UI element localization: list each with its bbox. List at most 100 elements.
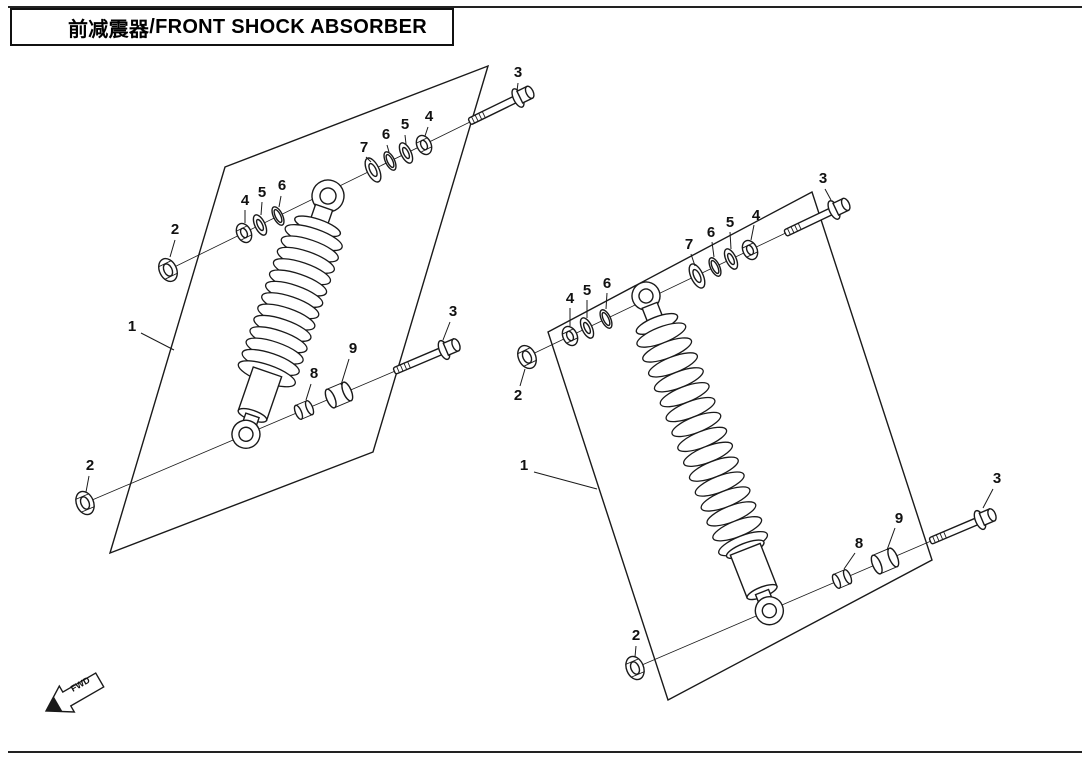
callout-6-left-outer: 6 (382, 126, 390, 153)
callout-1-right: 1 (520, 457, 598, 490)
callout-2-right-upper: 2 (514, 368, 526, 404)
svg-text:5: 5 (583, 282, 591, 299)
top-eyelet-bushing (638, 288, 654, 304)
callout-6-right-inner: 6 (603, 275, 611, 310)
left-lower-centerline (77, 348, 448, 507)
callout-5-right-inner: 5 (583, 282, 591, 318)
callout-9-left: 9 (340, 340, 357, 386)
bottom-eyelet-bushing (761, 602, 778, 619)
spacer-part8-right (830, 567, 854, 591)
fwd-arrow-tip (46, 696, 63, 712)
callout-5-left-inner: 5 (258, 184, 266, 216)
collar-part7-left (361, 154, 385, 186)
nut-part4-left-inner (232, 220, 256, 246)
svg-text:4: 4 (752, 207, 761, 224)
coil-spring (234, 218, 346, 393)
svg-text:9: 9 (349, 340, 357, 357)
callout-4-right-inner: 4 (566, 290, 575, 326)
svg-text:4: 4 (566, 290, 575, 307)
left-upper-centerline (159, 95, 524, 275)
fwd-arrow-outline (44, 672, 105, 713)
svg-text:6: 6 (278, 177, 286, 194)
bottom-border-rule (8, 751, 1082, 753)
callout-4-right-outer: 4 (750, 207, 761, 241)
left-assembly-panel (108, 64, 490, 555)
nut-part4-left-outer (412, 132, 436, 158)
page-title-separator: / (149, 15, 156, 38)
nut-part4-right-outer (738, 237, 762, 263)
svg-text:2: 2 (171, 221, 179, 238)
callout-4-left-outer: 4 (424, 108, 434, 137)
svg-text:7: 7 (685, 236, 693, 253)
svg-text:3: 3 (993, 470, 1001, 487)
callout-8-left: 8 (305, 365, 318, 401)
callout-5-left-outer: 5 (401, 116, 409, 145)
collar-part7-right (685, 260, 709, 292)
svg-text:1: 1 (520, 457, 528, 474)
nut-part4-right-inner (558, 323, 582, 349)
svg-text:3: 3 (514, 64, 522, 81)
fwd-arrow: FWD (44, 672, 105, 713)
ring-part6-right-outer (705, 255, 725, 279)
svg-text:2: 2 (86, 457, 94, 474)
svg-text:5: 5 (401, 116, 409, 133)
top-border-rule (8, 6, 1082, 8)
right-assembly-panel (547, 190, 933, 702)
washer-part5-left-inner (249, 212, 271, 238)
svg-text:9: 9 (895, 510, 903, 527)
svg-text:4: 4 (425, 108, 434, 125)
svg-text:2: 2 (632, 627, 640, 644)
callout-2-right-lower: 2 (632, 627, 640, 658)
flange-nut-part2-left-lower (71, 487, 99, 519)
bushing-part9-right (868, 546, 902, 576)
svg-text:5: 5 (258, 184, 266, 201)
shock-absorber-right (631, 281, 785, 626)
svg-text:3: 3 (819, 170, 827, 187)
svg-text:3: 3 (449, 303, 457, 320)
bolt-part3-right-upper (780, 193, 854, 243)
washer-part5-right-outer (721, 246, 741, 272)
spacer-part8-left (292, 398, 316, 422)
svg-text:5: 5 (726, 214, 734, 231)
callout-5-right-outer: 5 (726, 214, 734, 250)
callout-6-left-inner: 6 (278, 177, 286, 208)
right-lower-centerline (627, 516, 988, 672)
callout-4-left-inner: 4 (241, 192, 250, 223)
svg-text:7: 7 (360, 139, 368, 156)
ring-part6-left-outer (380, 149, 400, 173)
shock-absorber-left (231, 179, 346, 449)
top-eyelet-bushing (319, 187, 337, 205)
callout-7-right: 7 (685, 236, 696, 267)
callout-3-left-upper: 3 (514, 64, 522, 92)
svg-text:6: 6 (707, 224, 715, 241)
callout-8-right: 8 (843, 535, 863, 570)
callout-3-left-lower: 3 (442, 303, 457, 341)
bolt-part3-right-lower (925, 503, 1000, 552)
ring-part6-right-inner (596, 307, 616, 331)
page-title-en: FRONT SHOCK ABSORBER (155, 15, 427, 38)
bushing-part9-left (322, 380, 356, 410)
callout-1-left: 1 (128, 318, 175, 351)
flange-nut-part2-right-lower (621, 652, 649, 684)
callout-2-left-upper: 2 (169, 221, 179, 258)
svg-text:4: 4 (241, 192, 250, 209)
bottom-eyelet-bushing (238, 426, 254, 442)
ring-part6-left-inner (268, 204, 288, 228)
svg-text:6: 6 (603, 275, 611, 292)
svg-text:8: 8 (310, 365, 318, 382)
svg-text:1: 1 (128, 318, 136, 335)
callout-3-right-upper: 3 (819, 170, 832, 201)
svg-text:6: 6 (382, 126, 390, 143)
flange-nut-part2-right-upper (513, 341, 541, 373)
washer-part5-left-outer (395, 140, 417, 166)
callout-9-right: 9 (886, 510, 903, 551)
flange-nut-part2-left-upper (154, 254, 182, 286)
svg-text:8: 8 (855, 535, 863, 552)
washer-part5-right-inner (577, 315, 597, 341)
callout-7-left: 7 (360, 139, 372, 163)
callout-2-left-lower: 2 (85, 457, 94, 493)
svg-text:2: 2 (514, 387, 522, 404)
callout-6-right-outer: 6 (707, 224, 715, 258)
page-title-zh: 前减震器 (68, 18, 150, 41)
